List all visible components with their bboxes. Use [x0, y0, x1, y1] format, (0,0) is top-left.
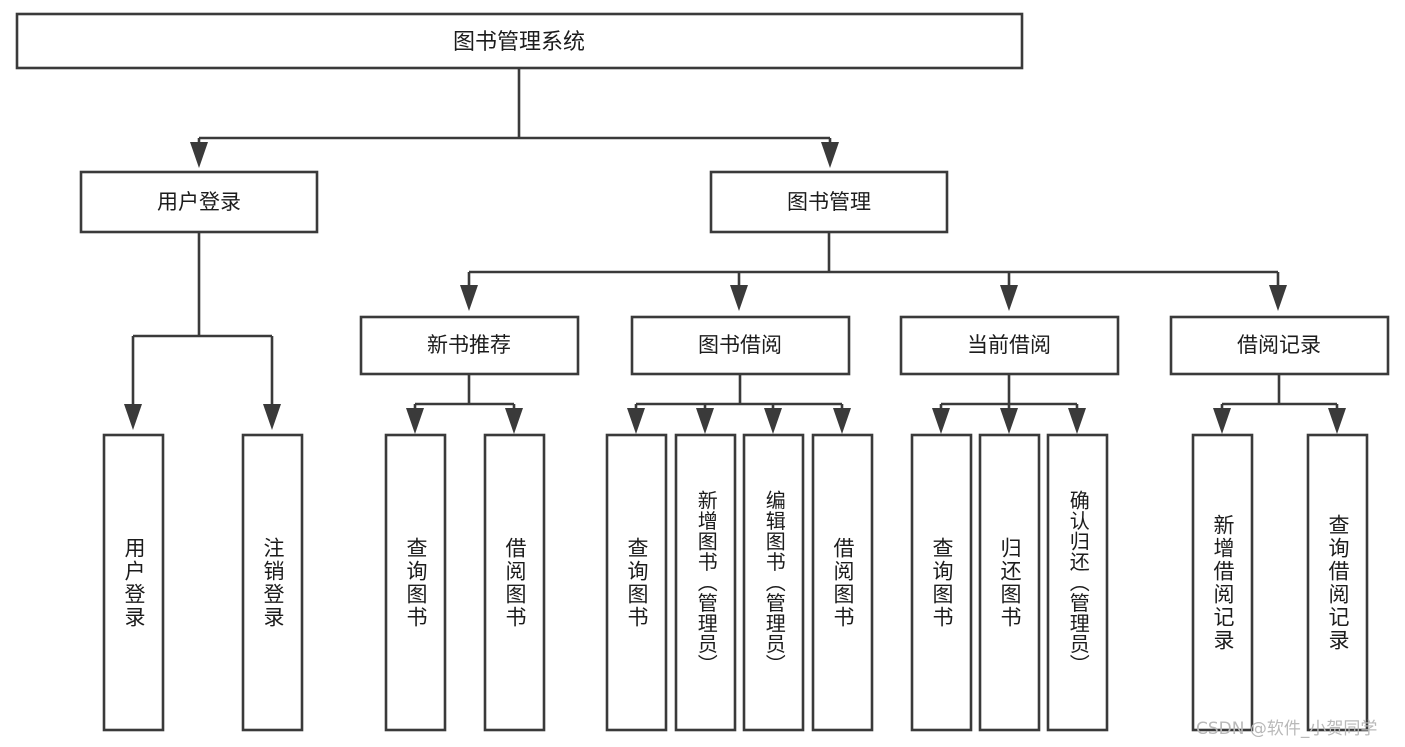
leaf-box-logout[interactable]	[241, 433, 304, 732]
leaf-box-confirm-return[interactable]	[1046, 433, 1109, 732]
node-new-book-recommend[interactable]: 新书推荐	[359, 315, 580, 376]
connector-book-management-to-level3	[460, 232, 1287, 311]
node-current-borrow-box	[899, 315, 1120, 376]
node-book-management[interactable]: 图书管理	[709, 170, 949, 234]
connector-borrow-record-to-leaves	[1213, 374, 1346, 434]
node-new-book-recommend-label: 新书推荐	[427, 333, 511, 357]
node-root-box	[15, 12, 1024, 70]
node-book-management-label: 图书管理	[787, 190, 871, 214]
leaf-box-return-book[interactable]	[978, 433, 1041, 732]
connector-root-to-level2	[190, 68, 839, 168]
leaf-box-query-book-2[interactable]	[605, 433, 668, 732]
node-root[interactable]: 图书管理系统	[15, 12, 1024, 70]
node-book-borrow-box	[630, 315, 851, 376]
node-borrow-record-box	[1169, 315, 1390, 376]
node-borrow-record[interactable]: 借阅记录	[1169, 315, 1390, 376]
connector-user-login-to-leaves	[124, 232, 281, 430]
leaf-box-query-record[interactable]	[1306, 433, 1369, 732]
leaf-box-query-book-1[interactable]	[384, 433, 447, 732]
leaf-box-borrow-book-2[interactable]	[811, 433, 874, 732]
node-book-borrow[interactable]: 图书借阅	[630, 315, 851, 376]
leaf-box-add-record[interactable]	[1191, 433, 1254, 732]
node-root-label: 图书管理系统	[453, 30, 585, 55]
node-borrow-record-label: 借阅记录	[1237, 333, 1321, 357]
connector-new-book-recommend-to-leaves	[406, 374, 523, 434]
node-new-book-recommend-box	[359, 315, 580, 376]
leaf-box-query-book-3[interactable]	[910, 433, 973, 732]
connector-current-borrow-to-leaves	[932, 374, 1086, 434]
node-current-borrow[interactable]: 当前借阅	[899, 315, 1120, 376]
node-user-login[interactable]: 用户登录	[79, 170, 319, 234]
connector-book-borrow-to-leaves	[627, 374, 851, 434]
leaf-box-add-book[interactable]	[674, 433, 737, 732]
leaf-box-user-login[interactable]	[102, 433, 165, 732]
node-book-borrow-label: 图书借阅	[698, 333, 782, 357]
node-book-management-box	[709, 170, 949, 234]
leaf-box-edit-book[interactable]	[742, 433, 805, 732]
node-user-login-label: 用户登录	[157, 190, 241, 214]
node-current-borrow-label: 当前借阅	[967, 333, 1051, 357]
leaf-box-borrow-book-1[interactable]	[483, 433, 546, 732]
